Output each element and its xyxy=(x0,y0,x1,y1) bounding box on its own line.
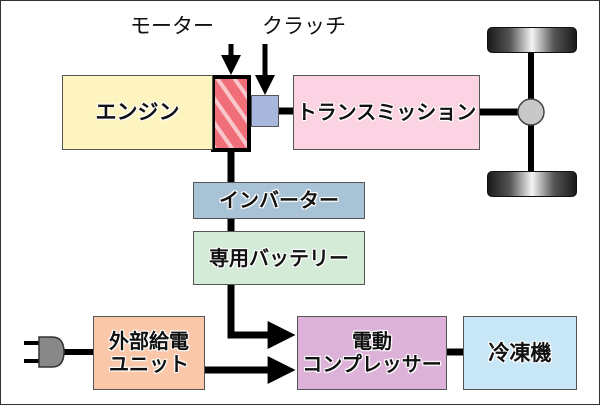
transmission-box: トランスミッション xyxy=(293,75,480,150)
external-unit-label-line2: ユニット xyxy=(109,352,189,376)
refrigerator-box: 冷凍機 xyxy=(463,316,577,390)
compressor-label-line2: コンプレッサー xyxy=(302,352,442,376)
wheel-bottom-icon xyxy=(487,171,577,197)
inverter-label: インバーター xyxy=(219,188,339,212)
battery-box: 専用バッテリー xyxy=(193,231,365,285)
engine-label: エンジン xyxy=(95,100,180,125)
transmission-label: トランスミッション xyxy=(296,100,477,124)
compressor-label-line1: 電動 xyxy=(352,329,392,353)
external-unit-label-line1: 外部給電 xyxy=(109,329,189,353)
differential-icon xyxy=(517,98,545,126)
battery-label: 専用バッテリー xyxy=(209,245,349,270)
power-plug-icon xyxy=(24,336,65,368)
motor-box xyxy=(211,75,251,152)
electric-compressor-box: 電動 コンプレッサー xyxy=(297,316,447,390)
external-power-unit-box: 外部給電 ユニット xyxy=(93,316,205,390)
refrigerator-label: 冷凍機 xyxy=(488,340,552,365)
clutch-label: クラッチ xyxy=(262,14,346,38)
motor-label: モーター xyxy=(130,14,214,38)
battery-compressor-arrow xyxy=(227,284,296,349)
engine-box: エンジン xyxy=(62,75,213,150)
wheel-top-icon xyxy=(487,27,577,53)
inverter-box: インバーター xyxy=(193,182,365,219)
clutch-box xyxy=(251,95,279,127)
